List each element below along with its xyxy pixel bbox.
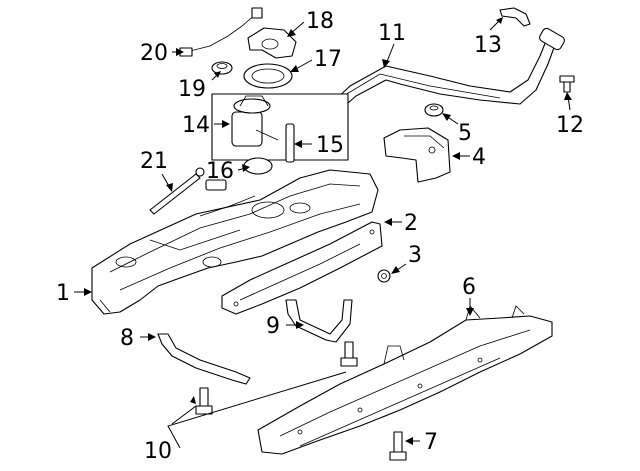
part-screw[interactable]: [559, 75, 575, 93]
part-fuel-pump-module[interactable]: [211, 93, 349, 161]
part-seal[interactable]: [243, 157, 273, 175]
part-wiring-harness[interactable]: [179, 7, 263, 57]
callout-8[interactable]: 8: [120, 326, 134, 351]
callout-12[interactable]: 12: [556, 113, 584, 138]
part-filler-shield[interactable]: [383, 127, 451, 183]
callout-3[interactable]: 3: [408, 243, 422, 268]
part-heat-shield[interactable]: [221, 221, 383, 315]
callout-2[interactable]: 2: [404, 211, 418, 236]
callout-21[interactable]: 21: [140, 149, 168, 174]
part-pump-cover[interactable]: [247, 27, 297, 59]
part-vent-tube[interactable]: [149, 167, 205, 215]
callout-16[interactable]: 16: [206, 159, 234, 184]
part-grommet[interactable]: [424, 103, 444, 117]
callout-9[interactable]: 9: [266, 314, 280, 339]
part-lock-ring[interactable]: [243, 63, 293, 89]
callout-6[interactable]: 6: [462, 275, 476, 300]
callout-1[interactable]: 1: [56, 281, 70, 306]
callout-4[interactable]: 4: [472, 145, 486, 170]
part-tank-strap-rear[interactable]: [285, 299, 353, 343]
part-bolt-10b[interactable]: [340, 341, 358, 367]
callout-13[interactable]: 13: [474, 33, 502, 58]
part-tank-strap-front[interactable]: [157, 333, 251, 385]
part-clip[interactable]: [499, 7, 531, 27]
leader-lines: [74, 17, 572, 449]
callout-19[interactable]: 19: [178, 77, 206, 102]
callout-18[interactable]: 18: [306, 9, 334, 34]
part-push-nut[interactable]: [377, 269, 391, 283]
callout-7[interactable]: 7: [424, 430, 438, 455]
part-bolt-7[interactable]: [389, 431, 407, 461]
callout-14[interactable]: 14: [182, 113, 210, 138]
part-skid-plate[interactable]: [257, 305, 553, 455]
callout-10[interactable]: 10: [144, 439, 172, 464]
callout-5[interactable]: 5: [458, 121, 472, 146]
part-bolt-10a[interactable]: [195, 387, 213, 415]
part-cap[interactable]: [211, 61, 233, 75]
callout-20[interactable]: 20: [140, 41, 168, 66]
callout-11[interactable]: 11: [378, 21, 406, 46]
callout-17[interactable]: 17: [314, 47, 342, 72]
part-level-sender[interactable]: [285, 123, 295, 163]
callout-15[interactable]: 15: [316, 133, 344, 158]
part-fuel-tank[interactable]: [91, 169, 379, 315]
